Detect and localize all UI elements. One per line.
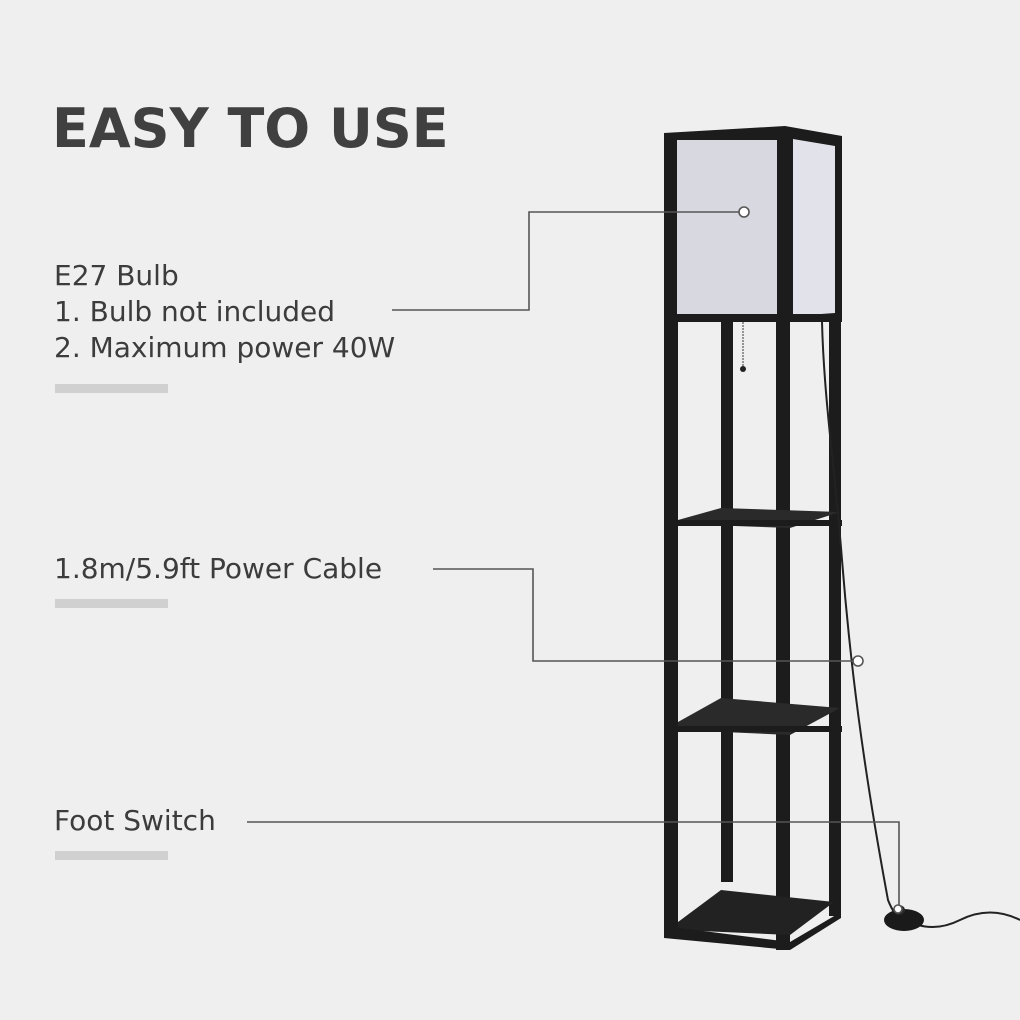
lamp-shade — [664, 126, 842, 322]
shelf-2 — [664, 698, 842, 735]
callout-dot-cable — [852, 655, 864, 667]
feature-switch-underbar — [55, 851, 168, 860]
pull-chain-icon — [740, 322, 746, 372]
feature-cable-heading: 1.8m/5.9ft Power Cable — [54, 552, 383, 585]
feature-bulb-heading: E27 Bulb — [54, 259, 179, 292]
feature-bulb: E27 Bulb 1. Bulb not included 2. Maximum… — [54, 258, 395, 366]
callout-switch — [247, 821, 900, 910]
feature-bulb-line-1: 1. Bulb not included — [54, 295, 335, 328]
feature-bulb-line-2: 2. Maximum power 40W — [54, 331, 396, 364]
shelf-base — [664, 890, 841, 950]
callout-bulb — [392, 211, 742, 311]
callout-dot-bulb — [738, 206, 750, 218]
feature-cable-underbar — [55, 599, 168, 608]
foot-switch-icon — [884, 905, 924, 931]
lamp-frame — [664, 318, 841, 950]
callout-lines — [247, 211, 900, 910]
page-title: EASY TO USE — [52, 97, 449, 160]
power-cable — [821, 321, 1020, 928]
shelf-1 — [664, 508, 842, 528]
feature-cable: 1.8m/5.9ft Power Cable — [54, 551, 382, 587]
feature-switch-heading: Foot Switch — [54, 804, 216, 837]
callout-cable — [433, 568, 858, 662]
callout-dot-switch — [893, 904, 903, 914]
feature-switch: Foot Switch — [54, 803, 216, 839]
feature-bulb-underbar — [55, 384, 168, 393]
